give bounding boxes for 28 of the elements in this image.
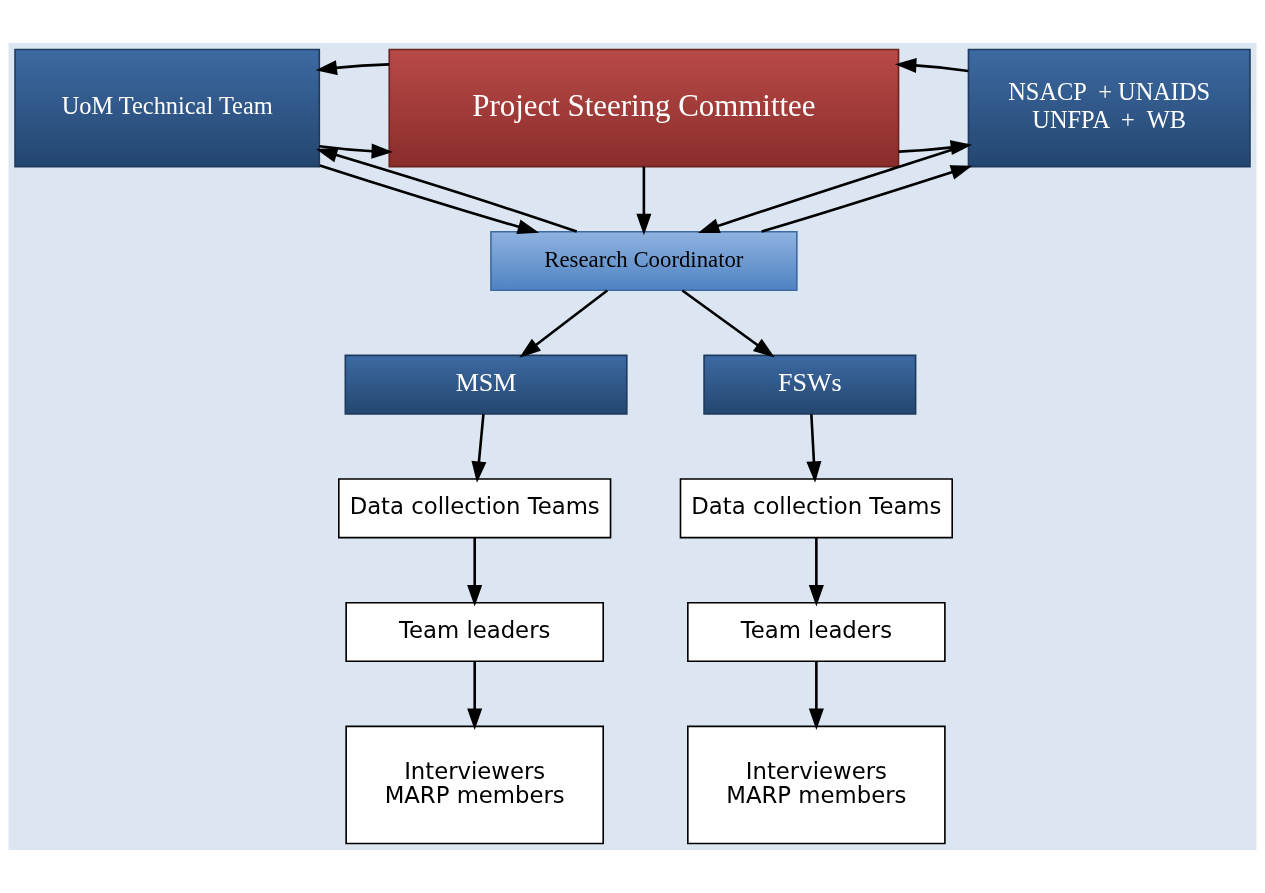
arrow (761, 165, 973, 233)
arrow (894, 57, 969, 73)
node-box: UoM Technical Team (14, 48, 321, 168)
arrow (467, 537, 483, 607)
node-box: Interviewers MARP members (345, 725, 605, 845)
arrow (806, 414, 822, 483)
arrow (519, 289, 609, 358)
node-box: Team leaders (687, 601, 946, 663)
arrow (681, 289, 775, 358)
arrow (319, 164, 540, 235)
arrow (697, 143, 969, 234)
node-box: NSACP + UNAIDS UNFPA + WB (967, 48, 1251, 168)
node-box: FSWs (703, 354, 917, 415)
node-box: Data collection Teams (338, 478, 612, 539)
arrow (636, 166, 652, 236)
node-box: Data collection Teams (679, 478, 954, 539)
arrow (471, 414, 487, 483)
arrow (315, 147, 578, 233)
node-box: MSM (344, 354, 628, 415)
arrow (808, 661, 824, 731)
node-box: Interviewers MARP members (687, 725, 946, 845)
arrow (808, 537, 824, 607)
arrow (467, 661, 483, 731)
node-box: Research Coordinator (490, 230, 798, 292)
arrow (315, 60, 390, 76)
node-box: Team leaders (345, 601, 605, 663)
node-box: Project Steering Committee (388, 48, 900, 168)
arrow (319, 143, 394, 159)
